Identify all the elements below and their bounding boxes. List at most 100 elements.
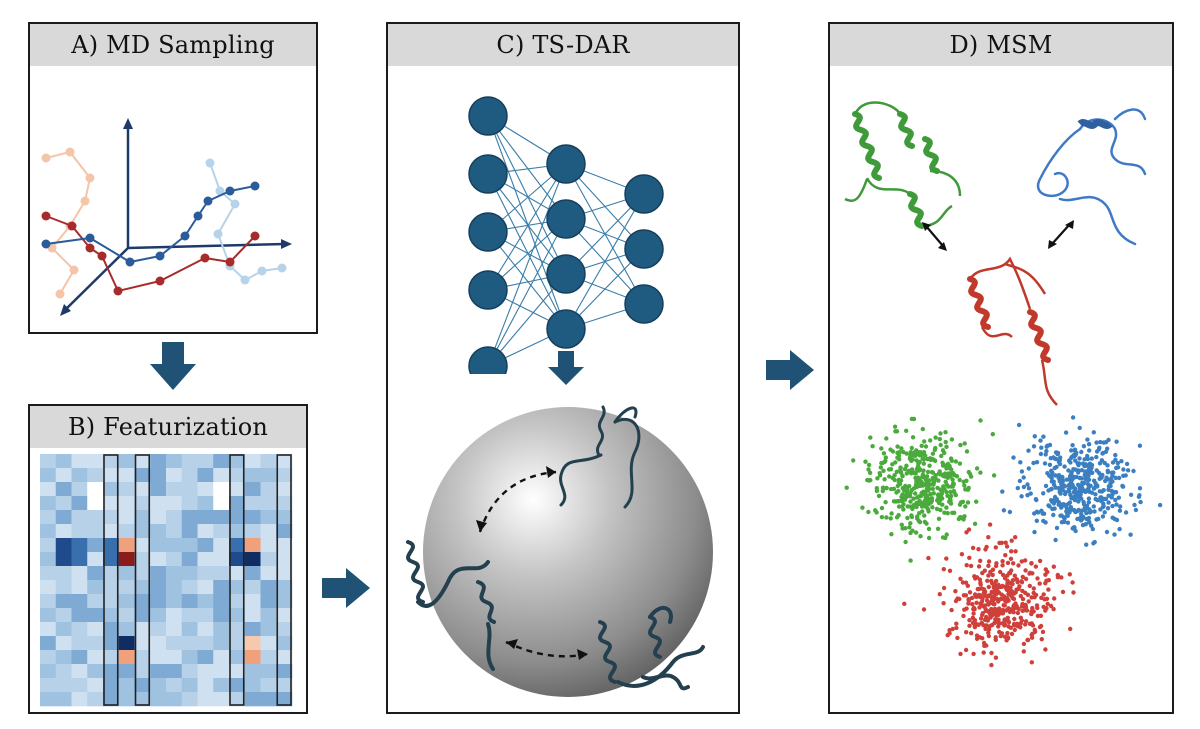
heatmap-cell bbox=[244, 678, 261, 693]
cluster-point bbox=[1043, 581, 1048, 586]
cluster-point bbox=[1040, 629, 1046, 635]
cluster-point bbox=[1005, 630, 1010, 636]
cluster-point bbox=[901, 449, 906, 455]
trajectory-point bbox=[125, 257, 135, 267]
cluster-point bbox=[1079, 489, 1084, 494]
heatmap-cell bbox=[134, 692, 151, 707]
cluster-point bbox=[1113, 452, 1118, 458]
heatmap-cell bbox=[213, 454, 230, 469]
cluster-point bbox=[1007, 571, 1013, 576]
cluster-point bbox=[945, 633, 950, 638]
cluster-point bbox=[1071, 467, 1076, 472]
cluster-point bbox=[1097, 476, 1102, 481]
cluster-point bbox=[1105, 463, 1110, 468]
heatmap-cell bbox=[118, 538, 135, 553]
heatmap-cell bbox=[118, 608, 135, 623]
cluster-point bbox=[1015, 485, 1020, 491]
heatmap-cell bbox=[55, 524, 72, 539]
cluster-point bbox=[1007, 580, 1013, 585]
cluster-point bbox=[1103, 496, 1109, 502]
heatmap-cell bbox=[197, 622, 214, 637]
cluster-point bbox=[889, 532, 894, 537]
heatmap-cell bbox=[55, 566, 72, 581]
heatmap-cell bbox=[87, 636, 104, 651]
heatmap-cell bbox=[87, 580, 104, 595]
heatmap-cell bbox=[87, 552, 104, 567]
heatmap-cell bbox=[260, 636, 277, 651]
cluster-point bbox=[911, 496, 916, 501]
cluster-point bbox=[1034, 460, 1040, 465]
cluster-point bbox=[954, 621, 959, 626]
heatmap-cell bbox=[260, 468, 277, 483]
protein-green bbox=[852, 111, 940, 229]
cluster-point bbox=[1006, 589, 1012, 594]
heatmap-cell bbox=[181, 538, 198, 553]
cluster-point bbox=[1086, 496, 1092, 501]
cluster-point bbox=[1090, 526, 1095, 532]
cluster-point bbox=[1043, 452, 1048, 457]
cluster-point bbox=[1039, 508, 1044, 513]
heatmap-cell bbox=[87, 454, 104, 469]
cluster-point bbox=[1133, 507, 1139, 513]
heatmap-cell bbox=[260, 692, 277, 707]
cluster-point bbox=[1007, 509, 1013, 515]
cluster-point bbox=[1029, 621, 1034, 626]
cluster-point bbox=[982, 589, 988, 594]
heatmap-cell bbox=[118, 664, 135, 679]
panel-c-title: C) TS-DAR bbox=[388, 24, 738, 66]
cluster-point bbox=[926, 555, 931, 561]
heatmap-cell bbox=[213, 524, 230, 539]
cluster-point bbox=[930, 505, 935, 510]
cluster-point bbox=[944, 532, 949, 537]
cluster-point bbox=[1110, 473, 1115, 478]
cluster-point bbox=[1100, 497, 1105, 502]
cluster-point bbox=[1073, 528, 1078, 534]
cluster-point bbox=[944, 556, 949, 561]
cluster-point bbox=[954, 625, 959, 631]
heatmap-cell bbox=[55, 496, 72, 511]
cluster-point bbox=[938, 431, 943, 436]
heatmap-cell bbox=[118, 524, 135, 539]
cluster-point bbox=[986, 584, 991, 590]
cluster-point bbox=[1021, 475, 1026, 480]
heatmap-cell bbox=[197, 650, 214, 665]
cluster-point bbox=[1117, 508, 1123, 513]
cluster-point bbox=[928, 500, 934, 505]
heatmap-cell bbox=[118, 482, 135, 497]
cluster-point bbox=[943, 430, 948, 435]
cluster-point bbox=[1082, 457, 1087, 462]
cluster-point bbox=[1081, 502, 1087, 507]
heatmap-cell bbox=[118, 552, 135, 567]
cluster-point bbox=[908, 504, 913, 509]
heatmap-cell bbox=[150, 524, 167, 539]
cluster-point bbox=[936, 516, 942, 521]
heatmap-cell bbox=[103, 636, 120, 651]
panel-featurization: B) Featurization bbox=[28, 404, 308, 714]
cluster-point bbox=[895, 455, 900, 460]
cluster-point bbox=[957, 596, 962, 602]
cluster-point bbox=[1011, 455, 1016, 460]
heatmap-cell bbox=[244, 650, 261, 665]
cluster-point bbox=[1009, 549, 1014, 554]
heatmap-cell bbox=[229, 594, 246, 609]
cluster-point bbox=[972, 624, 978, 630]
network-node bbox=[624, 229, 664, 269]
trajectory-point bbox=[67, 221, 77, 231]
heatmap-cell bbox=[118, 468, 135, 483]
heatmap-cell bbox=[40, 594, 57, 609]
cluster-point bbox=[1071, 590, 1076, 595]
panel-md-sampling: A) MD Sampling bbox=[28, 22, 318, 334]
cluster-point bbox=[913, 491, 918, 496]
heatmap-cell bbox=[103, 510, 120, 525]
cluster-point bbox=[978, 470, 983, 475]
heatmap-cell bbox=[244, 594, 261, 609]
heatmap-cell bbox=[260, 454, 277, 469]
trajectory-point bbox=[65, 147, 75, 157]
cluster-point bbox=[978, 616, 984, 621]
cluster-point bbox=[1008, 556, 1014, 561]
cluster-point bbox=[1074, 494, 1080, 499]
cluster-point bbox=[1027, 583, 1032, 589]
cluster-point bbox=[894, 469, 899, 474]
cluster-point bbox=[970, 615, 976, 620]
cluster-point bbox=[1110, 503, 1115, 509]
